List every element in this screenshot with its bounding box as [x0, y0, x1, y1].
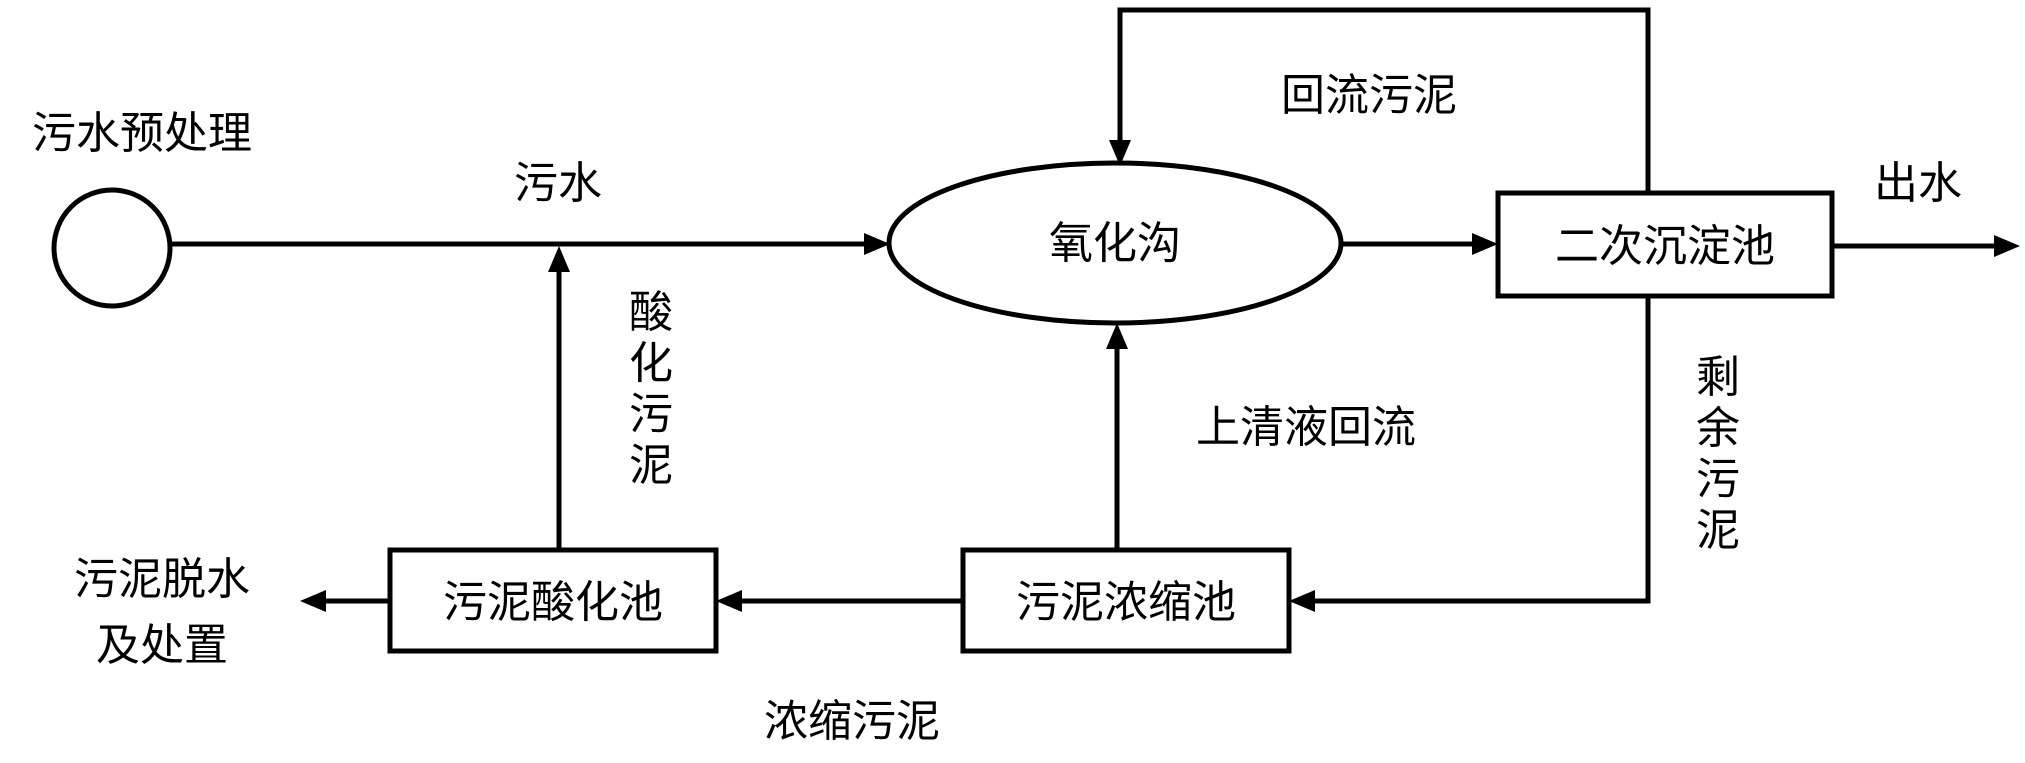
- sewage-label: 污水: [514, 158, 602, 209]
- dewatering-disposal-label-line2: 及处置: [96, 620, 228, 671]
- pretreatment-label: 污水预处理: [32, 108, 252, 159]
- acidified-sludge-char: 泥: [629, 440, 673, 491]
- thickened-sludge-arrowhead: [716, 590, 742, 612]
- return-sludge-label: 回流污泥: [1281, 70, 1457, 121]
- sludge-thickener-box: [960, 547, 1292, 654]
- sludge-acidification-tank-box: [387, 547, 719, 654]
- acidified-sludge-char: 污: [629, 389, 673, 440]
- excess-sludge-arrowhead: [1289, 590, 1315, 612]
- oxidation-ditch-label: 氧化沟: [1049, 218, 1181, 269]
- sludge-thickener-label: 污泥浓缩池: [1016, 577, 1236, 628]
- excess-sludge-line: [1311, 296, 1651, 604]
- supernatant-return-label: 上清液回流: [1196, 402, 1416, 453]
- secondary-clarifier-box: [1495, 190, 1835, 299]
- thickened-sludge-label: 浓缩污泥: [764, 696, 940, 747]
- acidified-sludge-char: 酸: [629, 287, 673, 338]
- effluent-arrowhead: [1994, 235, 2020, 257]
- pretreatment-circle: [51, 187, 173, 309]
- dewatering-disposal-label-line1: 污泥脱水: [74, 554, 250, 605]
- return-sludge-arrowhead: [1109, 140, 1131, 166]
- return-sludge-line: [1117, 7, 1651, 193]
- excess-sludge-char: 余: [1696, 403, 1740, 454]
- excess-sludge-char: 泥: [1696, 505, 1740, 556]
- acidified-sludge-arrowhead: [548, 246, 570, 272]
- effluent-label: 出水: [1874, 158, 1962, 209]
- excess-sludge-char: 剩: [1696, 352, 1740, 403]
- sewage-arrowhead: [864, 233, 890, 255]
- secondary-clarifier-label: 二次沉淀池: [1555, 221, 1775, 272]
- sludge-acidification-tank-label: 污泥酸化池: [443, 577, 663, 628]
- acidified-sludge-char: 化: [629, 338, 673, 389]
- excess-sludge-label: 剩 余 污 泥: [1696, 352, 1740, 556]
- supernatant-return-arrowhead: [1106, 323, 1128, 349]
- dewatering-arrowhead: [300, 590, 326, 612]
- acidified-sludge-label: 酸 化 污 泥: [629, 287, 673, 491]
- ditch-to-clarifier-arrowhead: [1472, 233, 1498, 255]
- excess-sludge-char: 污: [1696, 454, 1740, 505]
